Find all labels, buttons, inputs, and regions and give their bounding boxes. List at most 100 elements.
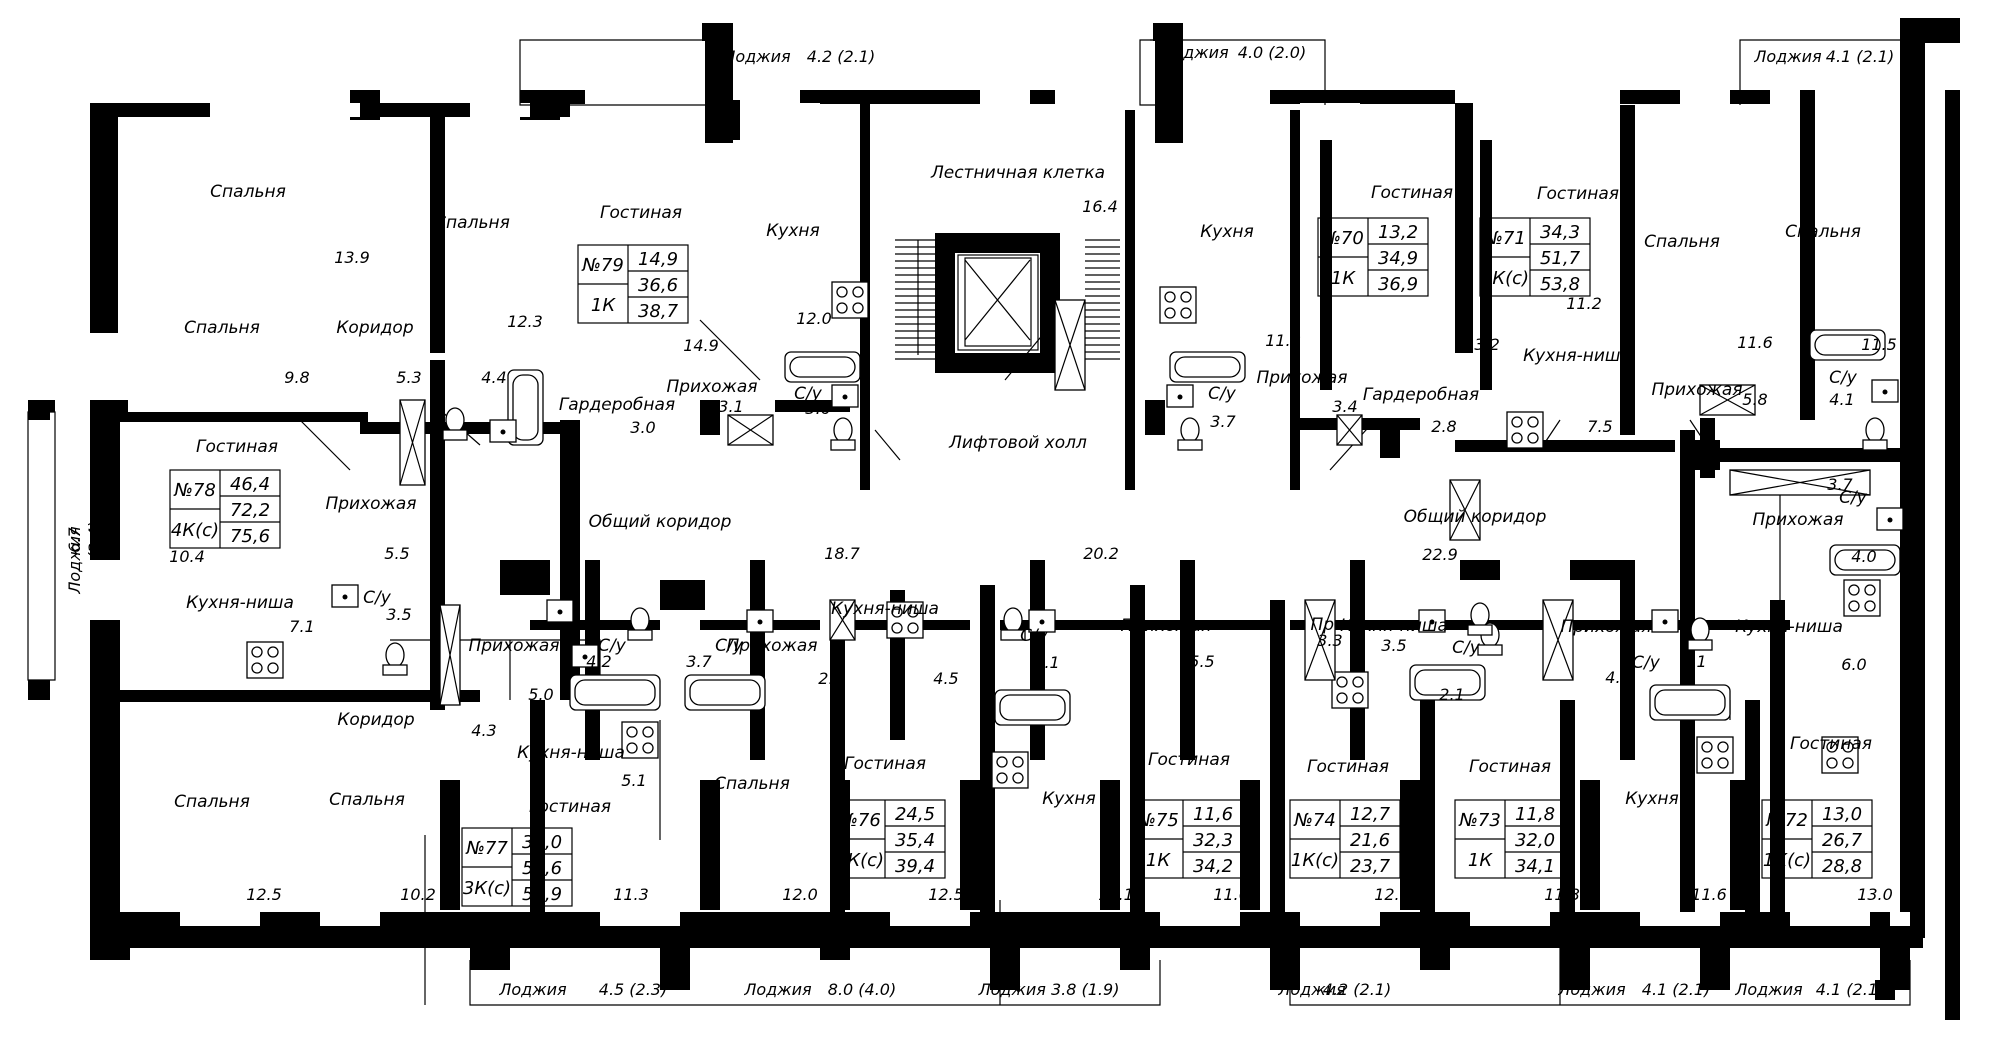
window-opening	[1830, 103, 1890, 117]
area-value: 4.2	[586, 652, 611, 671]
cabinet-cross	[439, 604, 461, 706]
loggia-label: 4.0 (2.0)	[1238, 43, 1306, 62]
window-opening	[320, 912, 380, 926]
apartment-number: №78	[173, 480, 216, 501]
area-value: 3.1	[718, 397, 743, 416]
window-opening	[180, 912, 260, 926]
area-value: 5.1	[621, 771, 646, 790]
room-label: Гостиная	[844, 754, 926, 774]
burner	[852, 302, 864, 314]
window-opening	[55, 400, 90, 412]
bathtub-basin	[1654, 689, 1726, 716]
burner	[626, 726, 638, 738]
loggia-label: 4.1 (2.1)	[1642, 980, 1710, 999]
wall-segment	[1320, 140, 1332, 390]
area-value: 2.8	[1431, 417, 1456, 436]
wall-segment	[110, 412, 368, 422]
wall-segment	[1620, 105, 1635, 435]
loggia-label: 4.5 (2.3)	[599, 980, 667, 999]
room-label: С/у	[598, 636, 627, 656]
room-label: Коридор	[337, 710, 414, 730]
apartment-type: 1К	[1331, 268, 1356, 289]
room-label: Общий коридор	[1404, 507, 1547, 527]
area-value: 9.8	[284, 368, 309, 387]
burner	[852, 286, 864, 298]
area-value: 4.5	[1605, 668, 1630, 687]
sink-drain	[342, 594, 348, 600]
wall-segment	[935, 353, 1060, 373]
window-opening	[760, 103, 820, 117]
wall-segment	[1915, 18, 1960, 43]
room-label: Гостиная	[529, 797, 611, 817]
bathtub-basin	[999, 694, 1066, 721]
stove-icon	[1821, 736, 1859, 774]
room-label: Спальня	[329, 790, 405, 810]
wall-segment	[800, 90, 980, 104]
room-label: Гостиная	[1371, 183, 1453, 203]
area-value: 13.0	[1857, 885, 1893, 904]
room-label: Кухня	[766, 221, 820, 241]
burner	[1527, 416, 1539, 428]
thin-line	[1139, 39, 1161, 106]
room-label: Кухня	[1625, 789, 1679, 809]
area-value: 4.0	[1851, 547, 1876, 566]
room-label: Кухня	[1042, 789, 1096, 809]
cabinet-cross	[1304, 599, 1336, 681]
wall-segment	[1620, 90, 1680, 104]
burner	[1164, 307, 1176, 319]
elevator-shaft	[957, 254, 1039, 351]
wall-segment	[1420, 700, 1435, 930]
window-opening	[470, 103, 530, 117]
toilet-icon	[1690, 617, 1710, 643]
living-area: 46,4	[230, 474, 270, 495]
fixtures	[246, 239, 1904, 789]
toilet-tank	[830, 439, 856, 451]
burner	[1864, 584, 1876, 596]
toilet-tank	[1467, 624, 1493, 636]
bathtub-basin	[789, 356, 856, 378]
room-label: Прихожая	[1120, 616, 1211, 636]
bathtub-basin	[1414, 669, 1481, 696]
total-area-with-loggia: 75,6	[230, 526, 270, 547]
room-label: С/у	[1829, 368, 1858, 388]
wall-segment	[28, 680, 50, 700]
total-area: 52,6	[522, 858, 562, 879]
total-area-with-loggia: 38,7	[638, 301, 679, 322]
wall-segment	[470, 930, 510, 970]
thin-partitions	[27, 39, 1911, 1006]
apartment-number: №70	[1321, 228, 1364, 249]
area-value: 12.0	[796, 309, 832, 328]
loggia-label: Лоджия	[1557, 980, 1626, 999]
wall-segment	[500, 560, 550, 595]
burner	[1336, 692, 1348, 704]
area-value: 13.9	[334, 248, 370, 267]
wall-segment	[935, 233, 1060, 253]
wall-segment	[1945, 90, 1960, 1020]
room-label: Гостиная	[1469, 757, 1551, 777]
wall-segment	[1000, 620, 1130, 630]
room-label: С/у	[363, 588, 392, 608]
sink-drain	[500, 429, 506, 435]
total-area: 34,9	[1378, 248, 1418, 269]
area-value: 11.3	[613, 885, 649, 904]
burner	[1012, 772, 1024, 784]
wall-segment	[1380, 418, 1400, 458]
area-value: 11.6	[1213, 885, 1249, 904]
room-label: Лестничная клетка	[930, 163, 1105, 183]
area-value: 11.1	[1098, 885, 1134, 904]
living-area: 11,8	[1515, 804, 1555, 825]
room-label: Прихожая	[325, 494, 416, 514]
wall-segment	[730, 100, 740, 140]
wall-segment	[700, 780, 720, 910]
total-area: 35,4	[895, 830, 935, 851]
living-area: 13,0	[1822, 804, 1862, 825]
cabinet-cross	[1729, 469, 1871, 496]
wall-segment	[430, 103, 445, 353]
wall-segment	[1180, 560, 1195, 760]
thin-line	[1739, 39, 1905, 105]
wall-segment	[660, 580, 705, 610]
sink-drain	[582, 654, 588, 660]
apartment-number: №71	[1483, 228, 1526, 249]
